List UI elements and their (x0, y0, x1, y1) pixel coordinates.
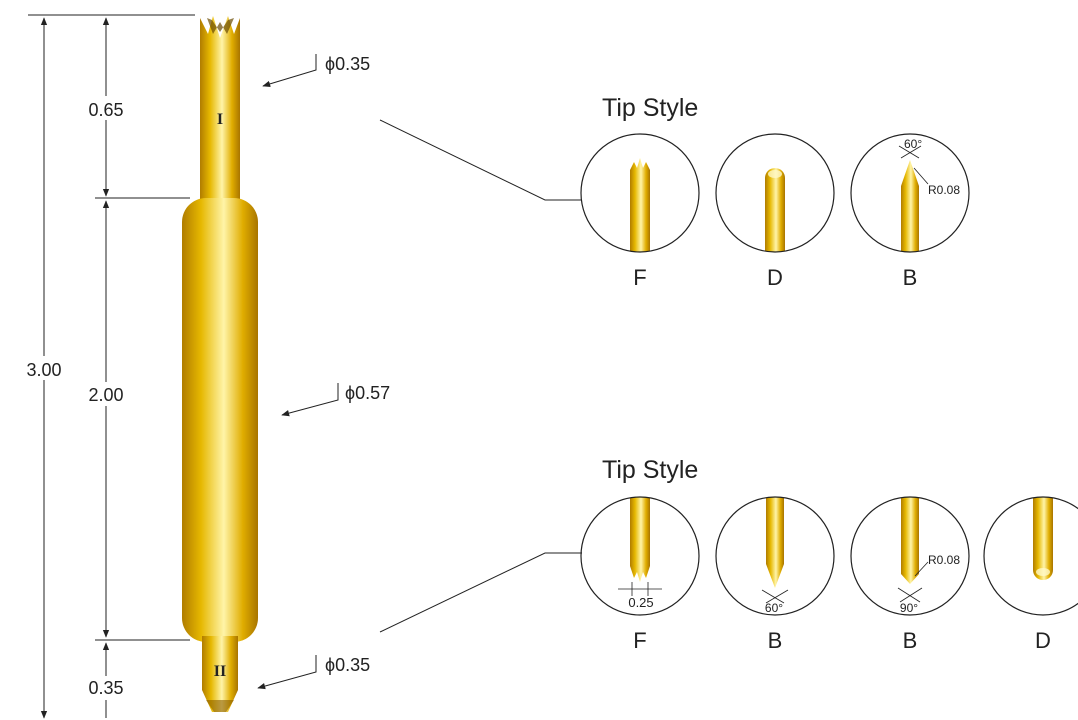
bottom-section-label: 0.35 (88, 678, 123, 698)
tip-label-bottom-b-60: B (768, 628, 783, 653)
tip-label-top-d: D (767, 265, 783, 290)
tip-label-top-f: F (633, 265, 646, 290)
tip-label-bottom-f: F (633, 628, 646, 653)
tip-circle-top-f (580, 133, 700, 253)
tip-circle-bottom-d (983, 496, 1078, 616)
bottom-diameter-label: ϕ0.35 (325, 655, 370, 675)
diameter-leaders (257, 54, 339, 690)
tip-circle-top-b (850, 133, 970, 253)
tip-circle-bottom-f (580, 496, 700, 616)
bottom-b90-radius-label: R0.08 (928, 553, 960, 567)
top-connector-line (379, 119, 582, 201)
top-diameter-label: ϕ0.35 (325, 54, 370, 74)
probe-body (182, 16, 258, 712)
total-length-label: 3.00 (26, 360, 61, 380)
top-b-angle-label: 60° (904, 137, 922, 151)
tip-label-bottom-d: D (1035, 628, 1051, 653)
tip-circle-bottom-b-90 (850, 496, 970, 616)
bottom-f-width-label: 0.25 (628, 595, 653, 610)
end-marker-bottom: II (214, 663, 226, 680)
tip-label-bottom-b-90: B (903, 628, 918, 653)
tip-style-title-bottom: Tip Style (602, 456, 698, 484)
end-marker-top: I (217, 111, 223, 128)
tip-circle-bottom-b-60 (715, 496, 835, 616)
middle-section-label: 2.00 (88, 385, 123, 405)
probe-barrel (182, 198, 258, 642)
bottom-connector-line (379, 552, 582, 633)
top-b-radius-label: R0.08 (928, 183, 960, 197)
tip-label-top-b: B (903, 265, 918, 290)
barrel-diameter-label: ϕ0.57 (345, 383, 390, 403)
top-section-label: 0.65 (88, 100, 123, 120)
bottom-b90-angle-label: 90° (900, 601, 918, 615)
tip-style-title-top: Tip Style (602, 94, 698, 122)
bottom-b60-angle-label: 60° (765, 601, 783, 615)
tip-circle-top-d (715, 133, 835, 253)
